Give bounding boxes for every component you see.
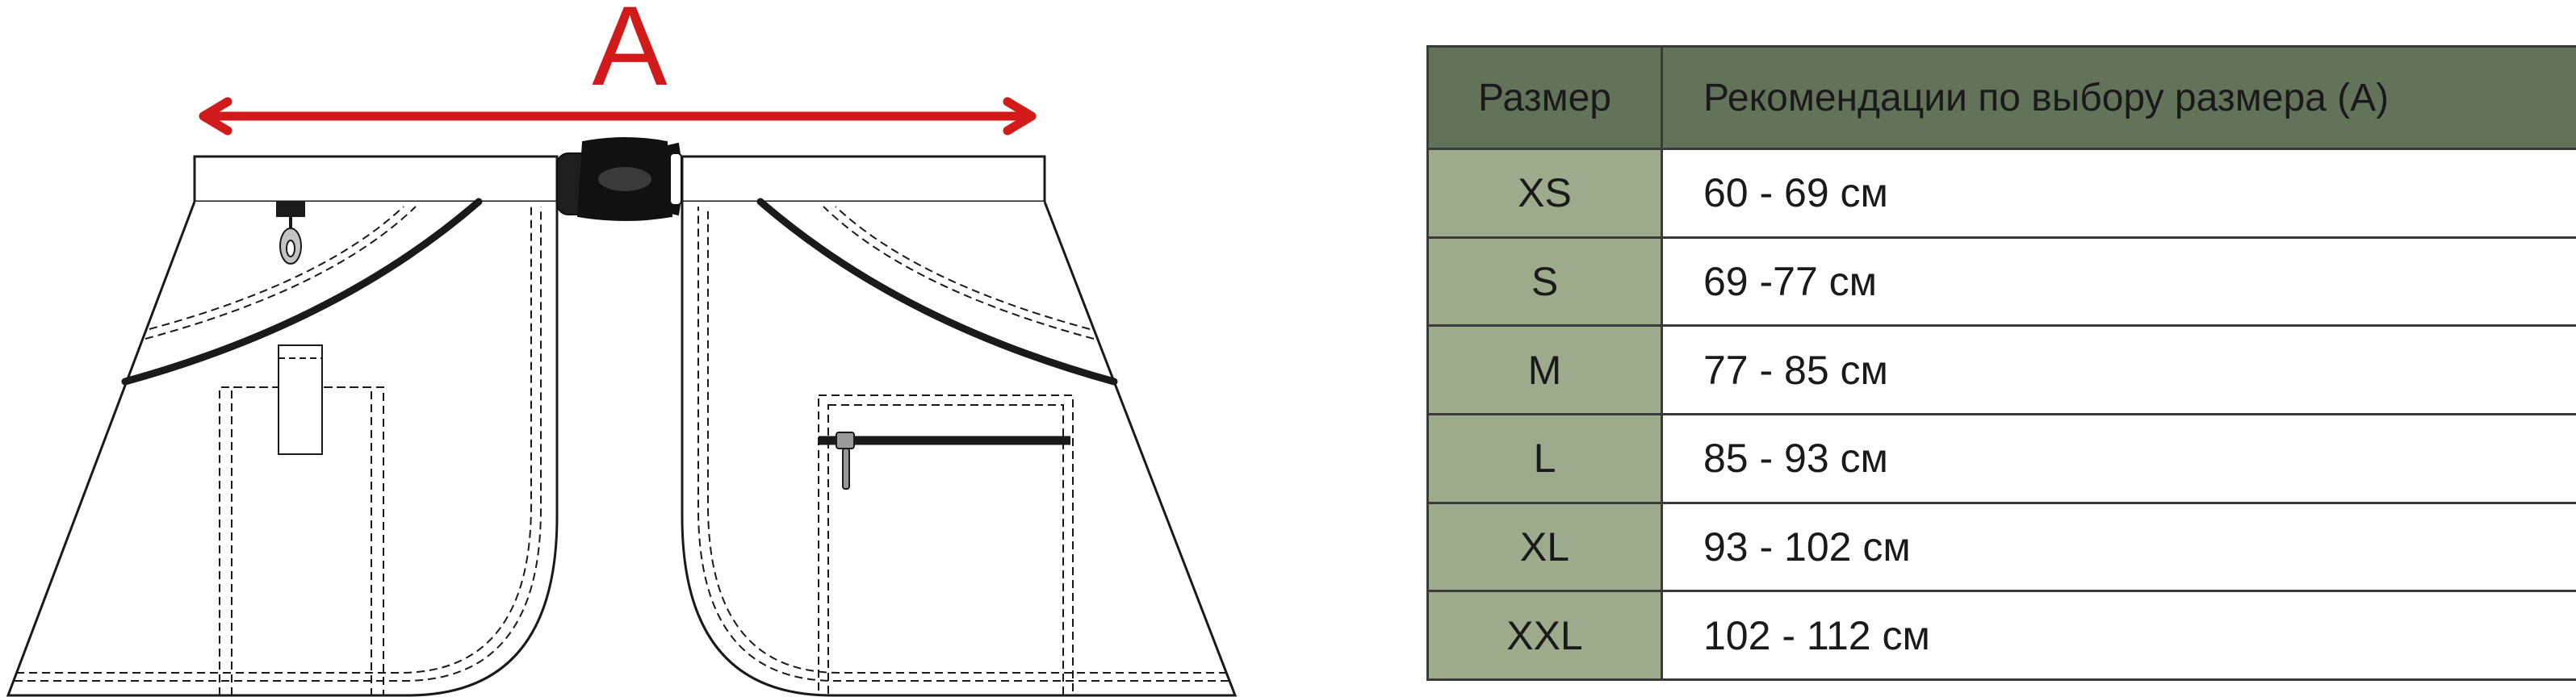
left-panel bbox=[6, 198, 559, 697]
table-row: XXL 102 - 112 см bbox=[1426, 590, 2576, 681]
range-cell: 102 - 112 см bbox=[1661, 590, 2576, 681]
size-cell: L bbox=[1426, 412, 1663, 504]
belt bbox=[193, 155, 1046, 203]
header-size: Размер bbox=[1426, 45, 1663, 150]
size-cell: S bbox=[1426, 236, 1663, 328]
carabiner-icon bbox=[276, 201, 305, 265]
table-header-row: Размер Рекомендации по выбору размера (A… bbox=[1426, 45, 2576, 150]
right-panel bbox=[681, 198, 1238, 697]
size-chart-table: Размер Рекомендации по выбору размера (A… bbox=[1426, 45, 2576, 681]
table-row: S 69 -77 см bbox=[1426, 236, 2576, 328]
dimension-arrow-a bbox=[199, 97, 1037, 136]
garment-diagram: A bbox=[6, 0, 1238, 697]
range-cell: 93 - 102 см bbox=[1661, 501, 2576, 593]
range-cell: 69 -77 см bbox=[1661, 236, 2576, 328]
range-cell: 77 - 85 см bbox=[1661, 324, 2576, 415]
buckle-icon bbox=[556, 137, 682, 221]
zipper-pull-icon bbox=[836, 432, 855, 490]
size-cell: XXL bbox=[1426, 590, 1663, 681]
table-row: L 85 - 93 см bbox=[1426, 412, 2576, 504]
table-row: XS 60 - 69 см bbox=[1426, 148, 2576, 239]
header-recommendation: Рекомендации по выбору размера (A) bbox=[1661, 45, 2576, 150]
size-cell: M bbox=[1426, 324, 1663, 415]
dimension-label: A bbox=[592, 0, 668, 109]
range-cell: 60 - 69 см bbox=[1661, 148, 2576, 239]
table-row: M 77 - 85 см bbox=[1426, 324, 2576, 415]
size-cell: XS bbox=[1426, 148, 1663, 239]
size-cell: XL bbox=[1426, 501, 1663, 593]
table-row: XL 93 - 102 см bbox=[1426, 501, 2576, 593]
range-cell: 85 - 93 см bbox=[1661, 412, 2576, 504]
